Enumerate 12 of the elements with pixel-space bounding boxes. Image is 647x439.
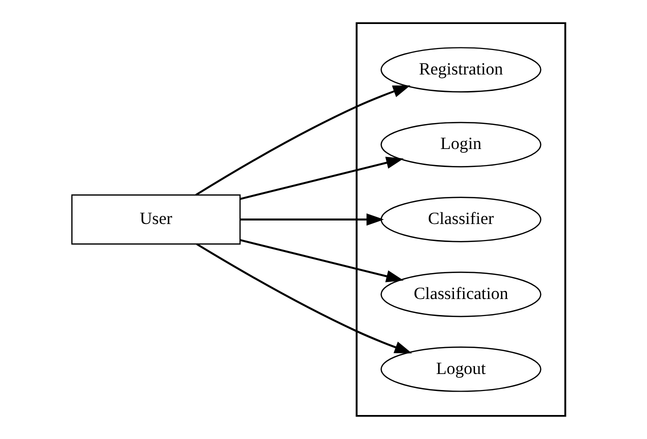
node-box: User bbox=[71, 194, 241, 245]
arrow bbox=[196, 243, 412, 354]
node-ellipse: Registration bbox=[380, 47, 542, 92]
node-ellipse: Logout bbox=[380, 346, 542, 392]
cluster bbox=[356, 22, 566, 417]
arrow bbox=[240, 239, 404, 282]
arrow bbox=[240, 156, 404, 200]
arrow bbox=[195, 85, 410, 196]
node-ellipse: Classification bbox=[380, 272, 542, 318]
arrow bbox=[240, 213, 384, 226]
node-ellipse: Classifier bbox=[380, 196, 542, 242]
node-ellipse: Login bbox=[380, 122, 542, 168]
